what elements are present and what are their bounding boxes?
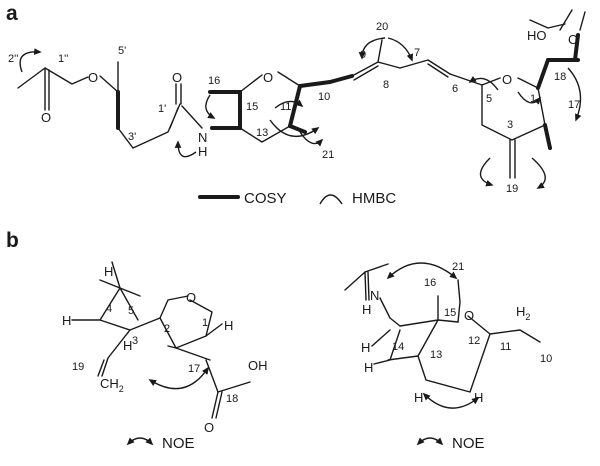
legend-cosy-label: COSY (244, 190, 287, 207)
num-b-17: 17 (188, 363, 200, 375)
num-b-14: 14 (392, 341, 404, 353)
noe-right-arc-top (386, 262, 458, 280)
num-b-10: 10 (540, 353, 552, 365)
panel-a-structure (17, 9, 586, 179)
atom-h-13: H (414, 390, 423, 405)
num-b-13: 13 (430, 349, 442, 361)
atom-n-b: N (370, 288, 379, 303)
atom-h-2: H (123, 338, 132, 353)
num-b-2: 2 (164, 323, 170, 335)
atom-o-ring-right: O (464, 308, 474, 323)
hmbc-arcs (19, 37, 582, 189)
atom-oh-acid: OH (248, 358, 268, 373)
atom-o-ring-left: O (186, 290, 196, 305)
atom-n: N (198, 130, 207, 145)
num-b-4: 4 (106, 303, 112, 315)
atom-o-thp-right: O (502, 72, 512, 87)
num-21: 21 (322, 149, 334, 161)
num-2pp: 2'' (8, 53, 18, 65)
atom-o-acid-b: O (204, 420, 214, 435)
num-16: 16 (208, 75, 220, 87)
panel-label-a: a (6, 2, 18, 25)
num-18: 18 (554, 71, 566, 83)
atom-o-acid: O (568, 32, 578, 47)
num-1p: 1' (158, 103, 166, 115)
legend-noe-left: NOE (126, 435, 195, 452)
noe-right-arc-bottom (422, 392, 480, 409)
atom-h-4a: H (104, 264, 113, 279)
panel-b-left-numbers: 5 4 3 2 1 19 17 18 (72, 303, 238, 405)
atom-o-ester: O (88, 70, 98, 85)
num-3: 3 (507, 119, 513, 131)
num-6: 6 (452, 83, 458, 95)
atom-o-carbonyl-acetyl: O (41, 110, 51, 125)
legend-a: COSY HMBC (198, 190, 396, 207)
atom-o-amide: O (172, 70, 182, 85)
num-b-11: 11 (500, 341, 511, 353)
noe-key-arc-right (416, 437, 444, 446)
panel-b-right-numbers: 16 21 15 12 13 14 11 10 (392, 261, 552, 365)
atom-o-thp-left: O (263, 70, 273, 85)
hmbc-key-arc (319, 194, 343, 205)
num-11: 11 (280, 101, 291, 113)
num-1pp: 1'' (58, 53, 68, 65)
atom-h-11: H (474, 390, 483, 405)
atom-ch2: CH2 (100, 376, 124, 394)
atom-h2-10: H2 (516, 304, 530, 322)
num-3p: 3' (128, 131, 136, 143)
num-b-12: 12 (468, 335, 480, 347)
atom-h-nh: H (362, 302, 371, 317)
atom-ho-acid: HO (527, 28, 547, 43)
atom-h-1: H (224, 318, 233, 333)
num-1: 1 (530, 93, 536, 105)
num-15: 15 (246, 101, 258, 113)
num-b-21: 21 (452, 261, 464, 273)
num-b-5: 5 (128, 305, 134, 317)
num-5: 5 (486, 93, 492, 105)
num-19: 19 (506, 183, 518, 195)
panel-b-left-structure (71, 261, 251, 419)
legend-noe-right: NOE (416, 435, 485, 452)
legend-hmbc-label: HMBC (352, 190, 396, 207)
num-17: 17 (568, 99, 580, 111)
atom-h-14: H (361, 340, 370, 355)
num-9: 9 (360, 49, 366, 61)
atom-h-c13: H (364, 360, 373, 375)
num-5p: 5' (118, 45, 126, 57)
num-b-15: 15 (444, 307, 456, 319)
num-b-19: 19 (72, 361, 84, 373)
noe-left-arc (148, 366, 209, 390)
panel-b-right-structure (344, 263, 541, 393)
num-b-18: 18 (226, 393, 238, 405)
atom-h-amide: H (198, 144, 207, 159)
num-10: 10 (318, 91, 330, 103)
num-13: 13 (256, 127, 268, 139)
num-7: 7 (414, 47, 420, 59)
legend-noe-right-label: NOE (452, 435, 485, 452)
num-20: 20 (376, 21, 388, 33)
panel-label-b: b (6, 229, 19, 252)
legend-noe-left-label: NOE (162, 435, 195, 452)
num-b-3: 3 (132, 335, 138, 347)
num-b-1: 1 (202, 317, 208, 329)
panel-a-numbers: 2'' 1'' 5' 3' 1' 16 15 11 13 10 21 20 9 … (8, 21, 580, 195)
num-8: 8 (383, 79, 389, 91)
atom-h-4b: H (62, 313, 71, 328)
noe-key-arc-left (126, 437, 154, 446)
num-b-16: 16 (424, 277, 436, 289)
